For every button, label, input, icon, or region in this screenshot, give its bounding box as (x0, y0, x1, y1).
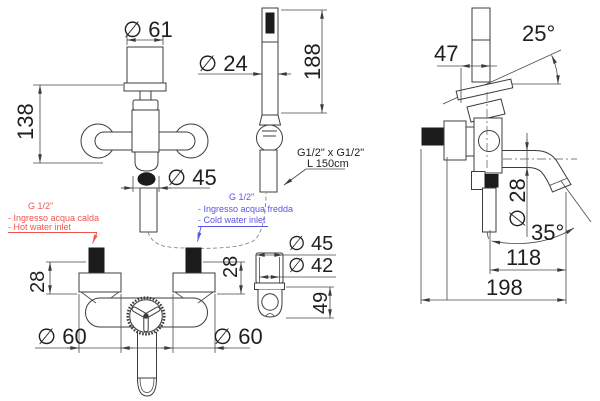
holder-ring (254, 282, 285, 290)
side-view: 25° 47 ∅ 28 35° (420, 7, 592, 304)
holder-hole (261, 293, 279, 311)
dim-total-depth: 198 (486, 275, 523, 300)
dim-flange-right: ∅ 60 (213, 324, 263, 349)
right-arm (158, 131, 196, 151)
cold-inlet-stub (185, 247, 202, 275)
cold-note-leader (197, 226, 202, 242)
hose-front (139, 187, 158, 233)
spray-window (265, 12, 275, 34)
outlet-mouth (137, 172, 156, 186)
hose-spec-label: G1/2" x G1/2" (297, 147, 364, 159)
dim-holder-height: 49 (310, 292, 332, 314)
dim-shower-length: 188 (300, 43, 325, 80)
cold-water-note: G 1/2" - Ingresso acqua fredda - Cold wa… (197, 192, 293, 242)
faucet-body (131, 109, 160, 153)
wheel-knurl (126, 296, 166, 336)
wheel-hub (143, 313, 149, 319)
hot-note-thread: G 1/2" (28, 201, 53, 211)
holder-detail: ∅ 45 ∅ 42 49 (254, 233, 336, 319)
hose-band (484, 174, 499, 188)
hand-shower-view: ∅ 24 188 G1/2" x G1/2" L 150cm (198, 7, 364, 193)
dim-spout-angle: 35° (531, 220, 564, 245)
dim-inlet-left: 28 (27, 271, 49, 293)
hose-middle (259, 149, 278, 193)
hose-length-label: L 150cm (307, 158, 349, 170)
cold-note-english: - Cold water inlet (198, 215, 266, 225)
hose-side (482, 187, 497, 233)
knob (126, 46, 164, 84)
cold-note-italian: - Ingresso acqua fredda (198, 204, 293, 214)
hot-inlet-stub (88, 247, 105, 275)
bonnet (132, 99, 159, 111)
dim-height-138: 138 (13, 103, 38, 140)
handle-wheel-side (455, 78, 514, 101)
hose-nut (471, 171, 486, 190)
dim-holder-inner: ∅ 42 (288, 255, 333, 277)
cold-note-thread: G 1/2" (229, 192, 254, 202)
dim-shower-diameter: ∅ 24 (198, 51, 248, 76)
dim-flange-left: ∅ 60 (37, 324, 87, 349)
hose-routing-dashed-line (147, 192, 267, 249)
holder-body (255, 252, 284, 284)
knob-knurled-ring (123, 82, 167, 92)
dim-handle-angle: 25° (522, 21, 555, 46)
wheel-spoke (143, 316, 149, 333)
hot-note-leader (92, 232, 98, 244)
inlet-stub-side (421, 127, 445, 146)
ball-joint (256, 124, 283, 152)
bottom-view: 28 28 ∅ 60 ∅ 60 (27, 247, 263, 397)
dim-holder-outer: ∅ 45 (288, 233, 333, 255)
front-view: ∅ 61 138 ∅ 45 (13, 17, 217, 233)
right-flange (172, 272, 216, 293)
wall-flange-side (443, 120, 467, 161)
hot-water-note: G 1/2" - Ingresso acqua calda - Hot wate… (8, 201, 99, 244)
left-flange (78, 272, 122, 293)
handle-flare (258, 114, 282, 126)
dim-offset-47: 47 (434, 41, 458, 66)
wheel-spoke (145, 306, 161, 319)
outlet-cup (134, 151, 159, 172)
knob-stem (139, 90, 152, 101)
dim-inlet-right: 28 (220, 256, 242, 278)
dim-knob-diameter: ∅ 61 (123, 17, 173, 42)
left-arm (94, 131, 134, 151)
dim-spout-diameter: ∅ 28 (505, 178, 530, 228)
hand-shower-side (471, 7, 491, 83)
dim-spout-reach: 118 (506, 245, 541, 270)
dim-body-diameter: ∅ 45 (167, 165, 217, 190)
spout (501, 150, 572, 193)
wheel-spoke (131, 306, 147, 319)
hot-note-italian: - Ingresso acqua calda (8, 213, 99, 223)
bonnet-side (466, 98, 506, 123)
diverter-knob (478, 130, 500, 152)
hot-note-english: - Hot water inlet (8, 222, 72, 232)
